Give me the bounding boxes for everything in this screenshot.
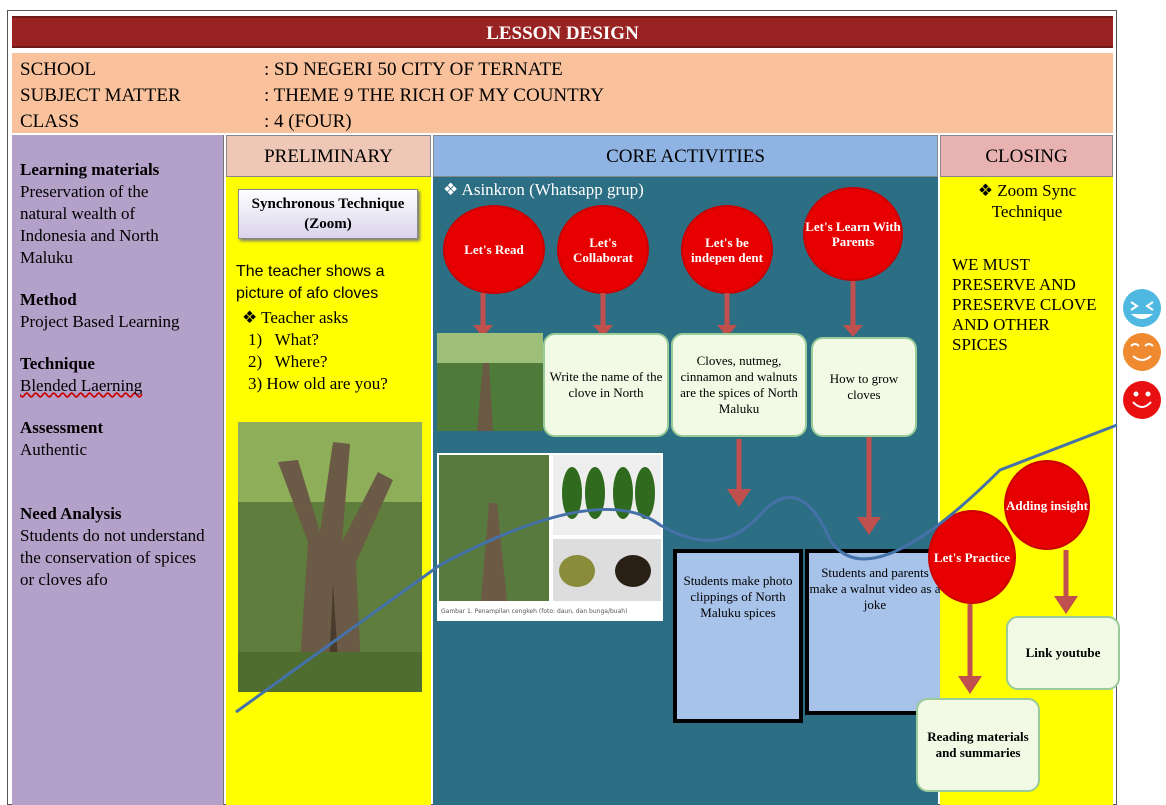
question-1: 1) What? (248, 330, 319, 349)
smiling-face-icon (1123, 333, 1161, 371)
school-label: SCHOOL (20, 59, 97, 80)
header-core-activities: CORE ACTIVITIES (433, 135, 938, 177)
technique-text: Blended Laerning (20, 376, 143, 395)
question-3: 3) How old are you? (248, 374, 388, 393)
link-youtube-box[interactable]: Link youtube (1006, 616, 1120, 690)
need-analysis-heading: Need Analysis (20, 504, 122, 523)
emoji-faces (1123, 289, 1161, 419)
method-text: Project Based Learning (20, 312, 180, 331)
header-preliminary: PRELIMINARY (226, 135, 431, 177)
walnut-video-task: Students and parents make a walnut video… (805, 549, 945, 715)
synchronous-technique-box: Synchronous Technique (Zoom) (238, 189, 418, 239)
reading-materials-box: Reading materials and summaries (916, 698, 1040, 792)
class-label: CLASS (20, 111, 80, 132)
zoom-sync-text: ❖ Zoom Sync Technique (977, 181, 1077, 221)
learning-materials-heading: Learning materials (20, 160, 160, 179)
subject-value: : THEME 9 THE RICH OF MY COUNTRY (264, 85, 605, 106)
assessment-heading: Assessment (20, 418, 104, 437)
method-heading: Method (20, 290, 77, 309)
teacher-shows-text: The teacher shows a picture of afo clove… (236, 263, 385, 302)
laughing-face-icon (1123, 289, 1161, 327)
page-title: LESSON DESIGN (12, 16, 1113, 48)
core-activities-column: ❖ Asinkron (Whatsapp grup) Let's Read Le… (433, 177, 945, 805)
lets-learn-with-parents-circle: Let's Learn With Parents (805, 189, 901, 279)
lets-be-independent-circle: Let's be indepen dent (683, 207, 771, 292)
lets-collaborate-circle: Let's Collaborat (559, 207, 647, 292)
technique-heading: Technique (20, 354, 95, 373)
forest-photo (437, 333, 543, 431)
how-to-grow-cloves-box: How to grow cloves (811, 337, 917, 437)
lets-practice-circle: Let's Practice (930, 512, 1014, 602)
preliminary-column: Synchronous Technique (Zoom) The teacher… (226, 177, 431, 805)
async-label: ❖ Asinkron (Whatsapp grup) (443, 180, 644, 199)
class-value: : 4 (FOUR) (264, 111, 352, 132)
learning-materials-text: Preservation of the natural wealth of In… (20, 182, 159, 267)
adding-insight-circle: Adding insight (1006, 462, 1088, 548)
left-info-column: Learning materials Preservation of the n… (12, 135, 224, 805)
header-closing: CLOSING (940, 135, 1113, 177)
flow-arrows (473, 281, 881, 535)
question-2: 2) Where? (248, 352, 328, 371)
figure-caption: Gambar 1. Penampilan cengkeh (foto: daun… (441, 608, 627, 615)
clove-leaves-figure: Gambar 1. Penampilan cengkeh (foto: daun… (437, 453, 663, 621)
assessment-text: Authentic (20, 440, 88, 459)
happy-face-icon (1123, 381, 1161, 419)
teacher-asks-text: ❖ Teacher asks (242, 308, 349, 327)
school-value: : SD NEGERI 50 CITY OF TERNATE (264, 59, 563, 80)
write-clove-name-box: Write the name of the clove in North (543, 333, 669, 437)
clove-tree-photo (238, 422, 422, 692)
preserve-message: WE MUST PRESERVE AND PRESERVE CLOVE AND … (952, 255, 1097, 354)
info-panel: SCHOOL : SD NEGERI 50 CITY OF TERNATE SU… (12, 53, 1113, 133)
spices-of-north-maluku-box: Cloves, nutmeg, cinnamon and walnuts are… (671, 333, 807, 437)
need-analysis-text: Students do not understand the conservat… (20, 526, 205, 589)
photo-clippings-task: Students make photo clippings of North M… (673, 549, 803, 723)
subject-label: SUBJECT MATTER (20, 85, 181, 106)
lets-read-circle: Let's Read (445, 207, 543, 292)
